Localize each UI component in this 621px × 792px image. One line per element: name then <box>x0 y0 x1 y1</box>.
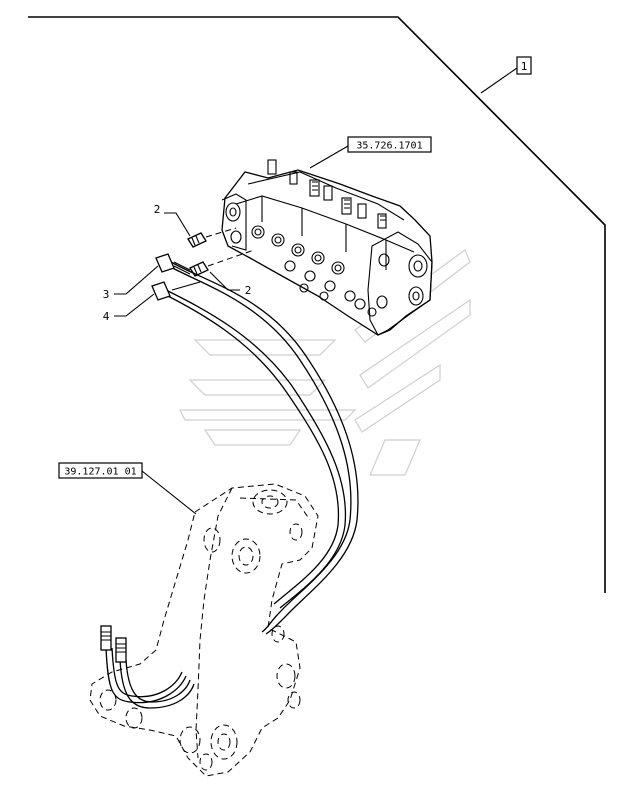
boom-ref-label: 39.127.01 01 <box>64 467 136 478</box>
callout-hose-upper: 3 <box>103 265 159 301</box>
boom-phantom <box>89 483 319 777</box>
callout-hose-upper-label: 3 <box>103 288 110 301</box>
hose-assembly <box>100 253 359 709</box>
callout-fitting-lower: 2 <box>209 271 252 297</box>
boom-ref: 39.127.01 01 <box>58 462 197 515</box>
valve-ref: 35.726.1701 <box>309 136 432 169</box>
boom-ref-box <box>58 462 143 479</box>
callout-fitting-lower-label: 2 <box>245 284 252 297</box>
valve-ref-box <box>347 136 432 153</box>
callout-hose-lower: 4 <box>103 293 155 323</box>
assembly-ref-label: 1 <box>521 60 528 73</box>
assembly-boundary: 1 <box>28 16 606 593</box>
fitting-upper <box>187 227 237 248</box>
callout-fitting-upper: 2 <box>154 203 191 237</box>
callout-fitting-upper-label: 2 <box>154 203 161 216</box>
valve-ref-label: 35.726.1701 <box>356 141 422 152</box>
control-valve <box>221 159 433 336</box>
assembly-ref-box <box>516 56 532 75</box>
callout-hose-lower-label: 4 <box>103 310 110 323</box>
